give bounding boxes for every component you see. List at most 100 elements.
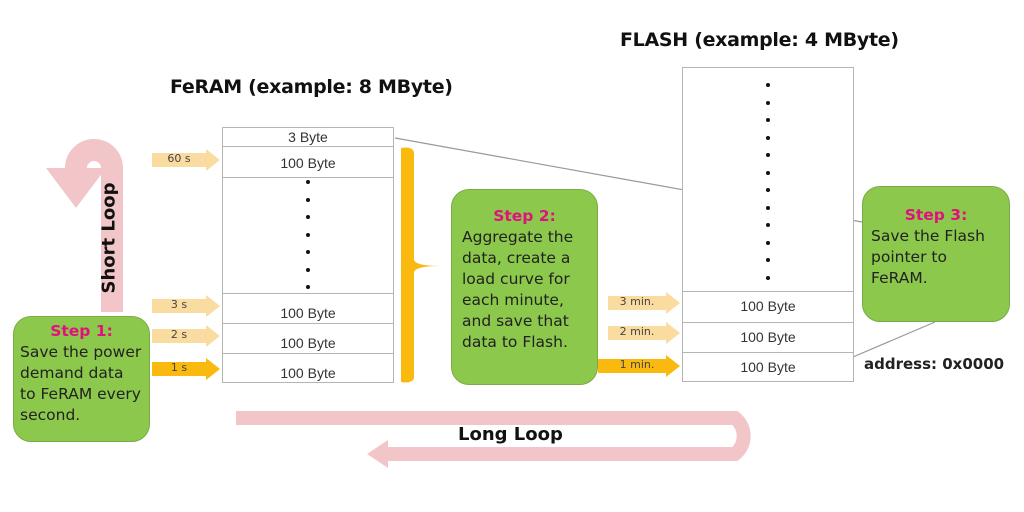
cell-label: 100 Byte (280, 305, 336, 321)
ellipsis-dot (766, 188, 770, 192)
ellipsis-dot (766, 135, 770, 140)
ellipsis-dot (766, 170, 770, 175)
flash-memory-block: 100 Byte 100 Byte 100 Byte (682, 67, 854, 382)
feram-cell: 100 Byte (223, 353, 393, 383)
step-text-line: second. (20, 406, 81, 424)
feram-cell: 100 Byte (223, 323, 393, 353)
short-loop-label: Short Loop (98, 182, 120, 294)
step-3-title: Step 3: (904, 206, 968, 224)
step-text-line: Aggregate the (462, 228, 574, 246)
arrow-label: 3 s (170, 298, 188, 311)
feram-title: FeRAM (example: 8 MByte) (170, 76, 453, 98)
step-text-line: Save the power (20, 343, 142, 361)
ellipsis-dot (306, 215, 310, 219)
arrow-3s: 3 s (152, 295, 220, 317)
ellipsis-dot (306, 250, 310, 254)
arrow-2s: 2 s (152, 325, 220, 347)
ellipsis-dot (306, 232, 310, 237)
arrow-shaft (598, 359, 666, 373)
ellipsis-dot (766, 258, 770, 262)
arrow-shaft (152, 153, 206, 167)
feram-ellipsis-region (223, 177, 393, 293)
arrow-shaft (608, 326, 666, 340)
step-2-text: Aggregate the data, create a load curve fo… (462, 227, 587, 353)
ellipsis-dot (306, 180, 310, 184)
brace-icon (401, 147, 440, 383)
step-1-text: Save the power demand data to FeRAM every s… (20, 342, 143, 426)
flash-ellipsis-region (683, 68, 853, 291)
ellipsis-dot (306, 197, 310, 202)
step-2-box: Step 2: Aggregate the data, create a load … (451, 189, 598, 385)
flash-title: FLASH (example: 4 MByte) (620, 29, 899, 51)
cell-label: 3 Byte (288, 129, 328, 145)
arrow-label: 2 min. (619, 325, 655, 338)
ellipsis-dot (306, 267, 310, 272)
cell-label: 100 Byte (740, 359, 796, 375)
ellipsis-dot (766, 275, 770, 280)
feram-cell: 100 Byte (223, 293, 393, 323)
ellipsis-dot (766, 153, 770, 157)
cell-label: 100 Byte (740, 298, 796, 314)
arrow-shaft (152, 329, 206, 343)
address-label: address: 0x0000 (864, 355, 1005, 373)
flash-cell: 100 Byte (683, 322, 853, 352)
arrow-2min: 2 min. (608, 322, 680, 344)
step-text-line: data to Flash. (462, 333, 568, 351)
ellipsis-dot (766, 83, 770, 87)
long-loop-label: Long Loop (458, 424, 563, 445)
cell-label: 100 Byte (740, 329, 796, 345)
flash-cell: 100 Byte (683, 291, 853, 322)
arrow-head-icon (206, 325, 220, 347)
arrow-shaft (152, 362, 206, 376)
arrow-head-icon (666, 355, 680, 377)
ellipsis-dot (766, 118, 770, 122)
feram-memory-block: 3 Byte 100 Byte 100 Byte 100 Byte 100 By… (222, 127, 394, 383)
ellipsis-dot (306, 285, 310, 289)
arrow-3min: 3 min. (608, 292, 680, 314)
step-text-line: data, create a (462, 249, 571, 267)
step-text-line: demand data (20, 364, 124, 382)
arrow-head-icon (666, 322, 680, 344)
feram-pointer-cell: 3 Byte (223, 128, 393, 147)
cell-label: 100 Byte (280, 155, 336, 171)
arrow-1s: 1 s (152, 358, 220, 380)
arrow-label: 1 min. (619, 358, 655, 371)
arrow-60s: 60 s (152, 149, 220, 171)
step-text-line: each minute, (462, 291, 564, 309)
arrow-shaft (608, 296, 666, 310)
step-text-line: and save that (462, 312, 569, 330)
feram-cell: 100 Byte (223, 146, 393, 177)
step-text-line: FeRAM. (871, 269, 928, 287)
cell-label: 100 Byte (280, 335, 336, 351)
long-loop-arrow (236, 411, 751, 461)
flash-cell: 100 Byte (683, 352, 853, 382)
long-loop-arrowhead (367, 440, 388, 468)
step-1-box: Step 1: Save the power demand data to FeRA… (13, 316, 150, 442)
arrow-head-icon (206, 358, 220, 380)
arrow-head-icon (206, 149, 220, 171)
arrow-head-icon (206, 295, 220, 317)
step-text-line: to FeRAM every (20, 385, 141, 403)
ellipsis-dot (766, 205, 770, 210)
ellipsis-dot (766, 100, 770, 105)
step-1-title: Step 1: (50, 322, 113, 340)
step-2-title: Step 2: (493, 207, 556, 225)
arrow-label: 1 s (170, 361, 188, 374)
ellipsis-dot (766, 223, 770, 227)
short-loop-arrowhead (46, 168, 106, 208)
address-connector-line (852, 321, 936, 358)
step-text-line: load curve for (462, 270, 570, 288)
step-text-line: pointer to (871, 248, 947, 266)
arrow-shaft (152, 299, 206, 313)
ellipsis-dot (766, 240, 770, 245)
short-loop-arrow (65, 139, 123, 312)
arrow-label: 2 s (170, 328, 188, 341)
arrow-label: 3 min. (619, 295, 655, 308)
arrow-label: 60 s (167, 152, 191, 165)
cell-label: 100 Byte (280, 365, 336, 381)
arrow-head-icon (666, 292, 680, 314)
arrow-1min: 1 min. (598, 355, 680, 377)
